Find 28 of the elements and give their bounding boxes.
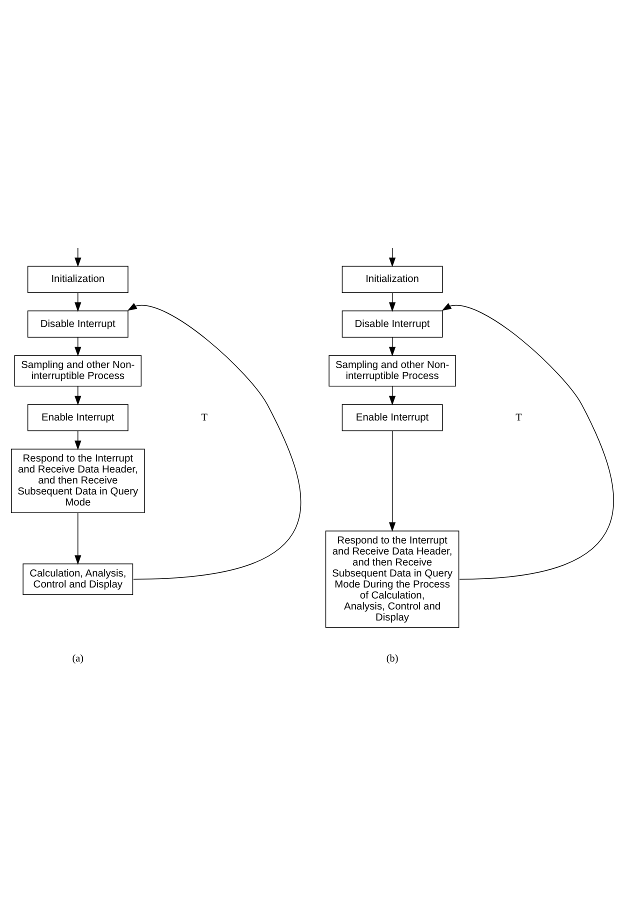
node-box: Respond to the Interrupt and Receive Data Header, and then Receive Subsequent Data in Query Mode During the Process of Calculation, Analysis, Control and Display	[325, 530, 460, 628]
arrow	[388, 430, 396, 532]
arrow	[388, 292, 396, 312]
node-box: Disable Interrupt	[342, 310, 443, 338]
arrow	[74, 430, 82, 450]
node-box: Calculation, Analysis, Control and Display	[22, 564, 134, 595]
arrow	[74, 337, 82, 356]
node-box: Enable Interrupt	[342, 404, 443, 432]
arrow	[74, 512, 82, 565]
node-box: Sampling and other Non-interruptible Process	[14, 355, 142, 387]
label: T	[201, 412, 208, 424]
arrow	[388, 386, 396, 406]
arrow	[388, 337, 396, 356]
arrow	[74, 248, 82, 268]
arrow	[442, 303, 614, 580]
arrow	[388, 248, 396, 268]
arrow	[127, 303, 301, 580]
label: T	[516, 412, 522, 424]
arrow	[74, 386, 82, 406]
node-box: Disable Interrupt	[27, 310, 128, 338]
label: (b)	[386, 654, 398, 665]
arrow	[74, 292, 82, 312]
node-box: Respond to the Interrupt and Receive Data Header, and then Receive Subsequent Data in Query Mode	[11, 448, 145, 514]
node-box: Initialization	[27, 266, 128, 293]
label: (a)	[72, 654, 84, 665]
node-box: Sampling and other Non-interruptible Process	[328, 355, 456, 387]
node-box: Initialization	[342, 266, 443, 293]
node-box: Enable Interrupt	[27, 404, 128, 432]
